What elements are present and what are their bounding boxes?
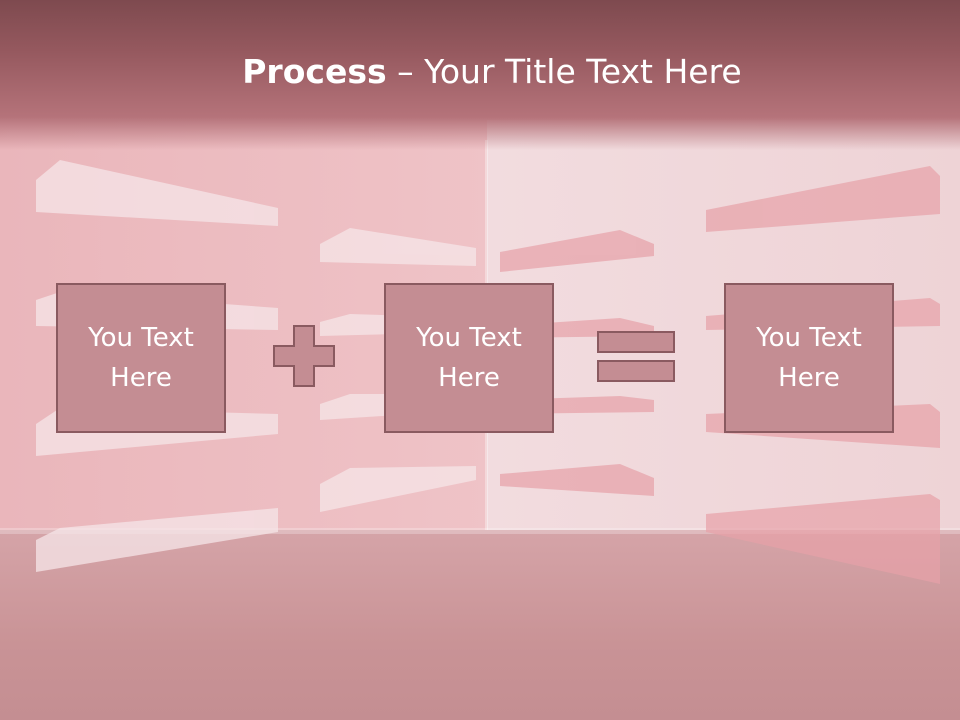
process-step-1-text: You Text Here [71,318,211,398]
shelf [706,166,940,232]
background-floor [0,530,960,720]
shelf [320,228,476,266]
title-rest: – Your Title Text Here [386,52,742,91]
shelf [500,464,654,496]
step-text-line: Here [110,363,172,393]
process-step-2-box[interactable]: You Text Here [384,283,554,433]
slide-title[interactable]: Process – Your Title Text Here [0,52,960,91]
step-text-line: Here [438,363,500,393]
shelf [706,494,940,584]
process-step-3-box[interactable]: You Text Here [724,283,894,433]
step-text-line: You Text [756,323,862,353]
plus-icon [273,325,335,387]
title-bold: Process [242,52,387,91]
process-step-3-text: You Text Here [739,318,879,398]
step-text-line: Here [778,363,840,393]
equals-icon [597,331,675,382]
process-step-2-text: You Text Here [399,318,539,398]
step-text-line: You Text [416,323,522,353]
shelf [320,466,476,512]
background-floor-edge [0,528,960,534]
shelf [36,160,278,226]
shelf [500,230,654,272]
header-band [0,0,960,150]
shelf [36,508,278,572]
process-step-1-box[interactable]: You Text Here [56,283,226,433]
step-text-line: You Text [88,323,194,353]
